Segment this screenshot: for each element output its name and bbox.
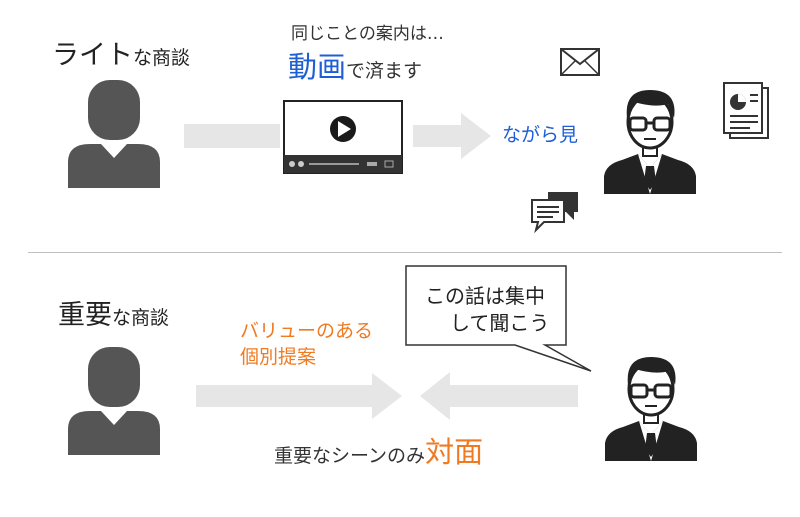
right-arrow-top	[413, 113, 493, 159]
businessman-icon	[602, 82, 698, 194]
speech-bubble	[405, 265, 595, 375]
right-arrow-top-left	[184, 124, 280, 148]
businessman-icon	[603, 349, 699, 461]
section-divider	[28, 252, 782, 253]
top-title-suffix: な商談	[133, 47, 191, 69]
chat-bubbles-icon	[530, 190, 580, 234]
bottom-caption-prefix: 重要なシーンのみ	[274, 445, 426, 467]
bottom-title-emph: 重要	[58, 300, 112, 331]
video-caption-line2: 動画で済ます	[288, 53, 422, 82]
video-caption-line1: 同じことの案内は…	[291, 24, 444, 44]
proposal-line2: 個別提案	[240, 346, 317, 368]
bottom-caption-emph: 対面	[425, 435, 484, 469]
bubble-line1: この話は集中	[425, 284, 545, 308]
bottom-title-suffix: な商談	[112, 307, 170, 329]
bubble-line2: して聞こう	[450, 311, 550, 335]
envelope-icon	[560, 48, 600, 76]
video-player-icon	[283, 100, 403, 174]
person-silhouette-icon	[68, 80, 160, 188]
top-title-emph: ライト	[52, 40, 133, 71]
proposal-line1: バリューのある	[240, 320, 374, 342]
document-chart-icon	[722, 82, 770, 140]
bottom-caption: 重要なシーンのみ対面	[274, 438, 483, 467]
right-arrow-bottom	[196, 373, 404, 419]
left-arrow-bottom	[420, 372, 580, 420]
top-title: ライトな商談	[52, 42, 190, 69]
side-label: ながら見	[502, 124, 579, 146]
video-caption-suffix: で済ます	[346, 60, 423, 82]
video-caption-emph: 動画	[288, 50, 347, 84]
bottom-title: 重要な商談	[58, 302, 169, 329]
person-silhouette-icon	[68, 347, 160, 455]
